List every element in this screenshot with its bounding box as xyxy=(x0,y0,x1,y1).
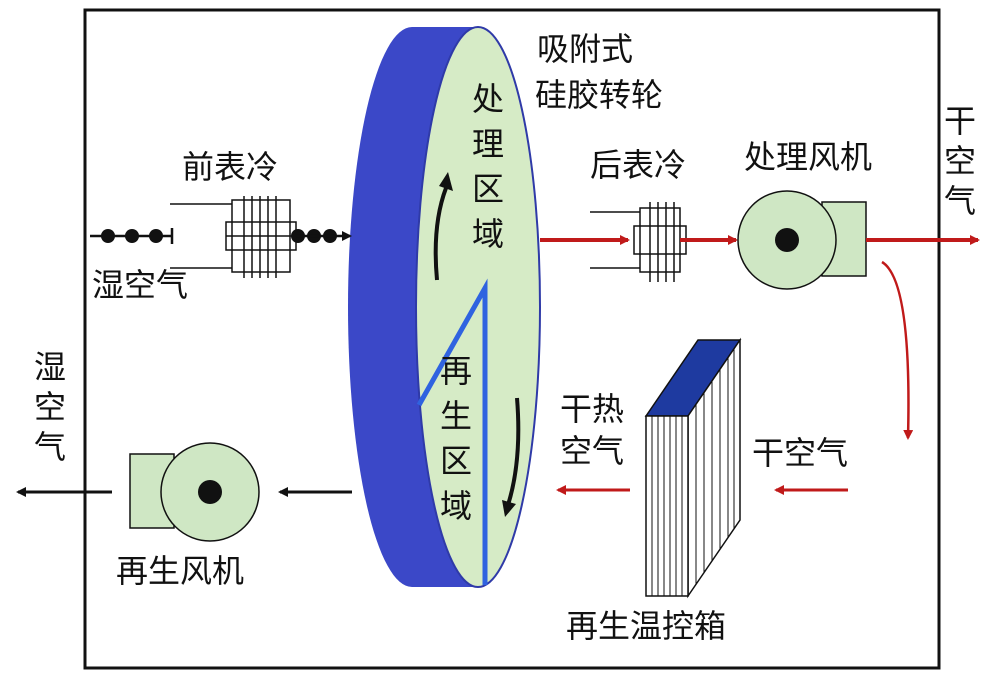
regen-zone-char-3: 区 xyxy=(440,442,472,480)
wet-air-out-char-1: 湿 xyxy=(34,348,66,386)
wet-air-out-char-3: 气 xyxy=(34,428,66,466)
dry-air-out-char-3: 气 xyxy=(944,182,976,220)
dry-hot-air-line2: 空气 xyxy=(560,432,624,470)
process-zone-char-1: 处 xyxy=(472,80,504,118)
rear-cooler-label: 后表冷 xyxy=(590,146,686,184)
regen-zone-char-2: 生 xyxy=(440,397,472,435)
regen-rotation-arrow xyxy=(506,397,521,506)
precooled-air-flow xyxy=(291,229,352,243)
front-cooler-coil xyxy=(170,196,297,278)
wet-air-out-char-2: 空 xyxy=(34,388,66,426)
system-boundary-frame xyxy=(83,8,941,670)
wheel-face xyxy=(415,26,541,588)
silica-gel-wheel xyxy=(348,26,541,588)
dry-air-out-char-1: 干 xyxy=(944,102,976,140)
wheel-title-line1: 吸附式 xyxy=(537,30,633,68)
regen-rotation-arrowhead xyxy=(502,500,516,517)
dry-air-in-label: 干空气 xyxy=(752,434,848,472)
process-zone-char-3: 区 xyxy=(472,170,504,208)
process-rotation-arrow xyxy=(433,187,448,281)
zone-divider-line xyxy=(416,278,488,585)
process-fan-label: 处理风机 xyxy=(744,138,872,176)
regen-temp-box xyxy=(644,337,742,599)
regen-zone-char-1: 再 xyxy=(440,352,472,390)
regen-box-label: 再生温控箱 xyxy=(566,607,726,645)
dry-air-out-char-2: 空 xyxy=(944,142,976,180)
process-zone-char-2: 理 xyxy=(472,125,504,163)
regen-zone-char-4: 域 xyxy=(440,487,472,525)
wet-air-inlet-label: 湿空气 xyxy=(92,266,188,304)
process-fan xyxy=(737,190,867,290)
wet-air-inlet-flow xyxy=(90,228,174,244)
dry-hot-air-line1: 干热 xyxy=(560,390,624,428)
regen-fan-label: 再生风机 xyxy=(116,552,244,590)
process-rotation-arrowhead xyxy=(439,172,453,191)
wheel-title-line2: 硅胶转轮 xyxy=(535,76,663,114)
dry-air-bypass-curve xyxy=(881,260,914,440)
regen-fan xyxy=(129,442,260,542)
process-zone-char-4: 域 xyxy=(472,215,504,253)
front-cooler-label: 前表冷 xyxy=(182,148,278,186)
